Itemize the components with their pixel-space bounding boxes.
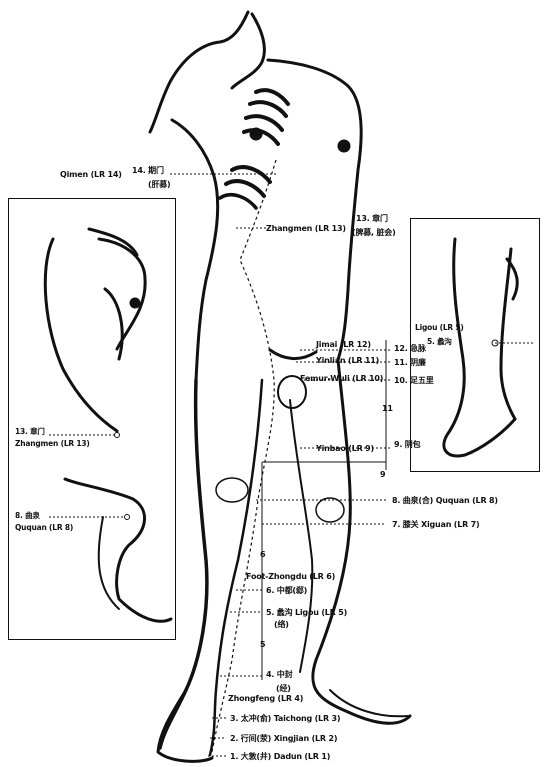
label-yinlian-cn: 11. 阴廉 <box>394 358 426 367</box>
label-zhangmen-cn: 13. 章门 <box>356 214 388 223</box>
label-jimai-cn: 12. 急脉 <box>394 344 426 353</box>
label-zuwuli-cn: 10. 足五里 <box>394 376 434 385</box>
label-qimen-cn: 14. 期门 <box>132 166 164 175</box>
panel-left-zhangmen-en: Zhangmen (LR 13) <box>15 439 90 448</box>
panel-left-ququan-cn: 8. 曲泉 <box>15 511 40 520</box>
inset-panel-right: Ligou (LR 5) 5. 蠡沟 <box>410 218 540 472</box>
label-ligou: 5. 蠡沟 Ligou (LR 5) <box>266 608 347 617</box>
label-qimen-en: Qimen (LR 14) <box>60 170 122 179</box>
label-zhongfeng-sub: (经) <box>276 684 291 693</box>
panel-left-ququan-en: Ququan (LR 8) <box>15 523 73 532</box>
label-zhongfeng-cn: 4. 中封 <box>266 670 292 679</box>
label-zhangmen-sub: (脾募, 脏会) <box>352 228 396 237</box>
label-yinbao-en: Yinbao (LR 9) <box>316 444 374 453</box>
label-yinbao-cn: 9. 阴包 <box>394 440 420 449</box>
label-yinlian-en: Yinlian (LR 11) <box>316 356 379 365</box>
segment-9: 9 <box>380 470 385 479</box>
meridian-path <box>212 160 276 752</box>
label-zuwuli-en: Femur-Wuli (LR 10) <box>300 374 383 383</box>
label-zhongdu-cn: 6. 中都(郄) <box>266 586 307 595</box>
label-xiguan: 7. 膝关 Xiguan (LR 7) <box>392 520 480 529</box>
label-jimai-en: Jimai (LR 12) <box>316 340 371 349</box>
panel-right-ligou-cn: 5. 蠡沟 <box>427 337 452 346</box>
label-xingjian: 2. 行间(荥) Xingjian (LR 2) <box>230 734 337 743</box>
segment-5: 5 <box>260 640 265 649</box>
label-zhangmen-en: Zhangmen (LR 13) <box>266 224 346 233</box>
label-zhongfeng-en: Zhongfeng (LR 4) <box>228 694 303 703</box>
inset-panel-left: 13. 章门 Zhangmen (LR 13) 8. 曲泉 Ququan (LR… <box>8 198 176 640</box>
label-ququan: 8. 曲泉(合) Ququan (LR 8) <box>392 496 498 505</box>
label-ligou-sub: (络) <box>274 620 289 629</box>
segment-11: 11 <box>382 404 393 413</box>
label-dadun: 1. 大敦(井) Dadun (LR 1) <box>230 752 330 761</box>
label-zhongdu-en: Foot-Zhongdu (LR 6) <box>246 572 335 581</box>
leader-lines <box>170 174 392 756</box>
inset-left-figure <box>9 199 175 639</box>
label-taichong: 3. 太冲(俞) Taichong (LR 3) <box>230 714 340 723</box>
panel-left-zhangmen-cn: 13. 章门 <box>15 427 45 436</box>
segment-6: 6 <box>260 550 265 559</box>
panel-right-ligou-en: Ligou (LR 5) <box>415 323 464 332</box>
label-qimen-sub: (肝募) <box>148 180 171 189</box>
body-figure <box>150 12 410 761</box>
